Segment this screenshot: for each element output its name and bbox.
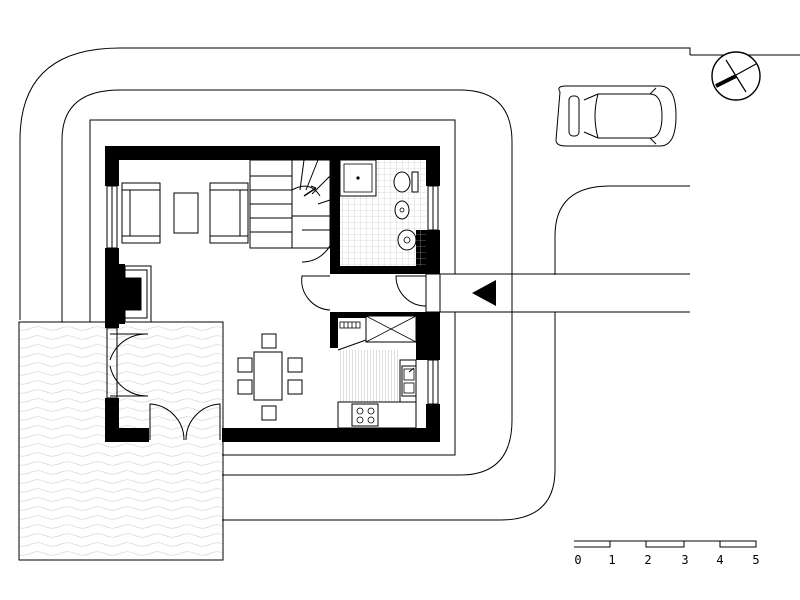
plot-boundary-bottom	[222, 312, 456, 456]
door-terrace-left-a	[109, 333, 149, 361]
stove-icon	[351, 403, 379, 427]
stair-arrow	[303, 187, 317, 197]
fireplace-block	[105, 264, 125, 324]
dining-set	[237, 333, 303, 421]
wall-hall-bottom	[330, 312, 430, 318]
door-terrace-left-b	[109, 365, 149, 397]
bathroom	[339, 159, 426, 266]
living-furniture	[121, 182, 249, 323]
outer-path-line	[19, 47, 691, 320]
stairs	[249, 159, 331, 249]
scale-label-3: 3	[681, 553, 688, 567]
wall-top	[105, 146, 440, 160]
windows	[106, 185, 439, 405]
path-outer-bottom	[222, 312, 556, 521]
wall-bottom-a	[105, 428, 149, 442]
door-bottom-a	[149, 403, 185, 441]
scale-label-1: 1	[608, 553, 615, 567]
scale-label-2: 2	[644, 553, 651, 567]
radiator	[339, 321, 361, 329]
path-outer-right	[554, 185, 690, 275]
wall-right-a	[426, 146, 440, 186]
door-bath	[301, 229, 335, 263]
site-outlines	[19, 47, 800, 521]
wall-hall-stub	[330, 312, 338, 348]
door-hall	[301, 275, 331, 311]
plot-boundary	[89, 119, 456, 322]
wall-right-d	[426, 404, 440, 442]
car-icon	[555, 85, 677, 147]
entrance-frame	[425, 273, 441, 313]
coffee-table	[173, 192, 199, 234]
sink-icon	[401, 365, 417, 397]
wall-bath-bottom	[330, 266, 430, 274]
entrance-walkway	[440, 273, 690, 313]
doors	[109, 229, 441, 441]
north-arrow-icon	[711, 51, 761, 101]
scale-label-0: 0	[574, 553, 581, 567]
wall-left-a	[105, 146, 119, 186]
wall-bottom-b	[222, 428, 440, 442]
entrance-arrow-icon	[472, 280, 496, 306]
door-storage	[337, 339, 367, 351]
toilet-icon	[393, 171, 411, 193]
scale-label-5: 5	[752, 553, 759, 567]
wall-bath-left	[330, 160, 340, 274]
door-entrance	[395, 275, 427, 307]
scale-bar: 0 1 2 3 4 5	[574, 540, 760, 567]
kitchen	[337, 315, 417, 429]
washbasin-icon	[397, 229, 417, 251]
path-inner-line	[61, 89, 513, 476]
wall-right-c	[416, 312, 440, 360]
bidet-icon	[394, 200, 410, 220]
window-left-bottom	[106, 327, 118, 399]
door-bottom-b	[185, 403, 221, 441]
dining-table	[253, 351, 283, 401]
scale-label-4: 4	[716, 553, 723, 567]
house-walls	[105, 146, 440, 442]
